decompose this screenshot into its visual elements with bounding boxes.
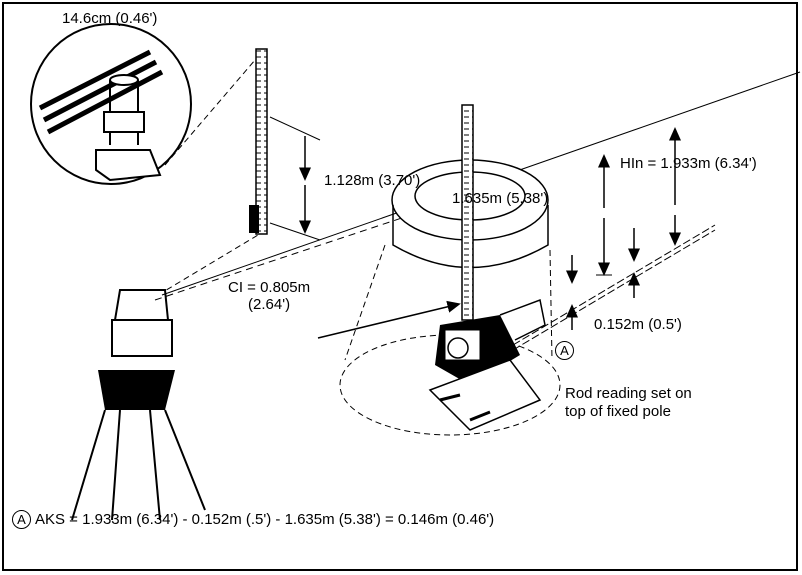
note-line2: top of fixed pole <box>565 403 671 420</box>
formula-text: AKS = 1.933m (6.34') - 0.152m (.5') - 1.… <box>35 511 495 528</box>
formula: A AKS = 1.933m (6.34') - 0.152m (.5') - … <box>12 510 494 529</box>
tripod-level <box>71 289 206 521</box>
offset-label: 0.152m (0.5') <box>594 316 682 333</box>
magnified-ring-inset <box>30 23 192 185</box>
formula-marker: A <box>12 510 31 529</box>
callout-a-marker: A <box>555 341 574 360</box>
leveling-rod-detail <box>249 48 268 235</box>
ci-label-line2: (2.64') <box>248 296 291 313</box>
note-line1: Rod reading set on <box>565 385 692 402</box>
excavation-pit <box>339 159 561 436</box>
note-label: Rod reading set on top of fixed pole <box>565 385 692 421</box>
ring-size-label: 14.6cm (0.46') <box>62 10 158 27</box>
hin-label: HIn = 1.933m (6.34') <box>620 155 757 172</box>
rod-reading-label: 1.128m (3.70') <box>324 172 421 189</box>
laser-receiver <box>428 298 546 431</box>
rim-height-label: 1.635m (5.38') <box>452 190 549 207</box>
ci-label: CI = 0.805m (2.64') <box>228 279 310 313</box>
callout-a: A <box>555 341 578 360</box>
ci-label-line1: CI = 0.805m <box>228 279 311 296</box>
